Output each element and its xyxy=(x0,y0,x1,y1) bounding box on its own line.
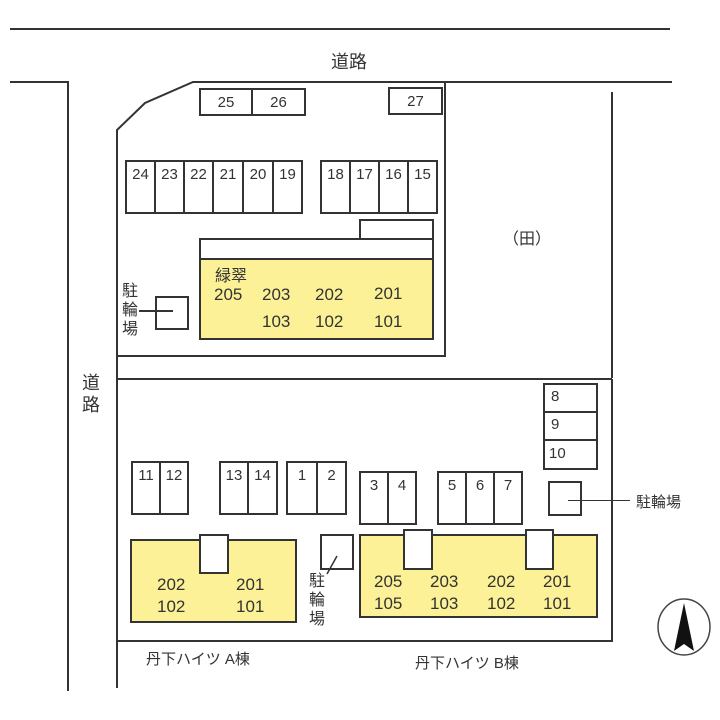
unit-b-201: 201 xyxy=(543,572,572,591)
unit-a-201: 201 xyxy=(236,575,265,594)
bike-parking-north-label: 駐輪場 xyxy=(121,283,138,338)
bike-parking-east-leader xyxy=(568,500,630,501)
unit-203: 203 xyxy=(262,285,291,304)
unit-a-101: 101 xyxy=(236,597,265,616)
unit-b-102: 102 xyxy=(487,594,516,613)
building-a-stairwell xyxy=(199,534,229,574)
parking-spot-15: 15 xyxy=(407,160,438,214)
road-left-top-edge xyxy=(10,81,68,83)
parking-spot-6: 6 xyxy=(465,471,495,525)
parking-spot-18: 18 xyxy=(320,160,351,214)
parking-spot-20: 20 xyxy=(242,160,274,214)
unit-b-105: 105 xyxy=(374,594,403,613)
road-top-label: 道路 xyxy=(331,52,367,72)
bike-parking-east-label: 駐輪場 xyxy=(636,494,682,511)
rice-field-label: （田） xyxy=(503,231,552,248)
parking-spot-4: 4 xyxy=(387,471,417,525)
road-top-edge xyxy=(10,28,670,30)
unit-b-101: 101 xyxy=(543,594,572,613)
building-b-name: 丹下ハイツ B棟 xyxy=(415,655,519,672)
unit-102: 102 xyxy=(315,312,344,331)
unit-a-202: 202 xyxy=(157,575,186,594)
parking-spot-10: 10 xyxy=(543,439,598,470)
parking-spot-23: 23 xyxy=(154,160,185,214)
parking-spot-21: 21 xyxy=(212,160,244,214)
road-left-edge xyxy=(67,81,69,691)
unit-201: 201 xyxy=(374,284,403,303)
parking-spot-8: 8 xyxy=(543,383,598,413)
corridor-right-edge xyxy=(432,219,434,259)
parking-spot-3: 3 xyxy=(359,471,389,525)
unit-103: 103 xyxy=(262,312,291,331)
parking-spot-9: 9 xyxy=(543,411,598,441)
unit-b-103: 103 xyxy=(430,594,459,613)
road-left-label: 道路 xyxy=(82,373,100,415)
parking-spot-1: 1 xyxy=(286,461,318,515)
parking-spot-11: 11 xyxy=(131,461,161,515)
building-midori-corridor xyxy=(199,238,434,260)
unit-b-205: 205 xyxy=(374,572,403,591)
building-midori xyxy=(199,258,434,340)
parking-spot-16: 16 xyxy=(378,160,409,214)
north-arrow-icon xyxy=(657,598,711,656)
bike-parking-north-leader xyxy=(139,310,173,312)
unit-202: 202 xyxy=(315,285,344,304)
parking-spot-25: 25 xyxy=(199,88,253,116)
building-a-name: 丹下ハイツ A棟 xyxy=(146,651,250,668)
bike-parking-center xyxy=(320,534,354,570)
building-tange-heights-b xyxy=(359,534,598,618)
parking-spot-13: 13 xyxy=(219,461,249,515)
parking-spot-14: 14 xyxy=(247,461,278,515)
unit-b-203: 203 xyxy=(430,572,459,591)
bike-parking-center-leader xyxy=(326,555,338,575)
corridor-line xyxy=(199,238,413,240)
parking-spot-26: 26 xyxy=(251,88,306,116)
parking-spot-7: 7 xyxy=(493,471,523,525)
unit-205: 205 xyxy=(214,285,243,304)
parking-spot-2: 2 xyxy=(316,461,347,515)
parking-spot-27: 27 xyxy=(388,87,443,115)
parking-spot-19: 19 xyxy=(272,160,303,214)
unit-a-102: 102 xyxy=(157,597,186,616)
parking-spot-17: 17 xyxy=(349,160,380,214)
parking-spot-5: 5 xyxy=(437,471,467,525)
bike-parking-east xyxy=(548,481,582,516)
parking-spot-12: 12 xyxy=(159,461,189,515)
unit-101: 101 xyxy=(374,312,403,331)
parking-spot-24: 24 xyxy=(125,160,156,214)
building-b-stairwell-right xyxy=(525,529,554,570)
building-b-stairwell-left xyxy=(403,529,433,570)
bike-parking-north xyxy=(155,296,189,330)
bike-parking-center-label: 駐輪場 xyxy=(308,573,325,628)
building-midori-name: 緑翠 xyxy=(215,268,248,285)
unit-b-202: 202 xyxy=(487,572,516,591)
parking-spot-22: 22 xyxy=(183,160,214,214)
